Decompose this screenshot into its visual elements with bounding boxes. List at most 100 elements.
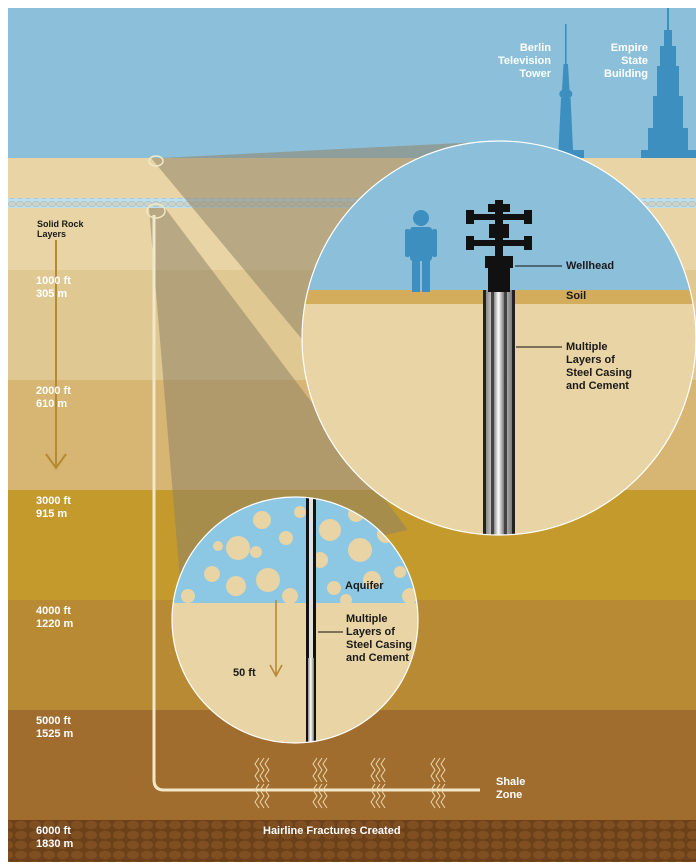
fracture-mark xyxy=(317,783,323,809)
depth-ft: 5000 ft xyxy=(36,715,71,727)
depth-label-1000: 1000 ft 305 m xyxy=(36,275,71,301)
depth-label-3000: 3000 ft 915 m xyxy=(36,495,71,521)
berlin-tower-label: Berlin Television Tower xyxy=(470,42,551,81)
well-bore xyxy=(152,215,480,792)
fracture-mark xyxy=(375,757,381,783)
depth-m: 915 m xyxy=(36,508,68,520)
casing-line-3: Steel Casing xyxy=(346,639,413,651)
casing-line-1: Multiple xyxy=(566,341,608,353)
depth-label-5000: 5000 ft 1525 m xyxy=(36,715,73,741)
fracture-mark xyxy=(430,783,436,809)
person-silhouette xyxy=(405,210,437,292)
fracture-mark xyxy=(264,757,270,783)
depth-ft: 4000 ft xyxy=(36,605,71,617)
depth-arrow xyxy=(45,240,67,470)
empire-line-3: Building xyxy=(604,68,648,80)
aquifer-projection-cone xyxy=(149,208,408,580)
depth-ft: 2000 ft xyxy=(36,385,71,397)
shale-line-1: Shale xyxy=(496,776,526,788)
hairline-fractures-label: Hairline Fractures Created xyxy=(263,825,401,837)
casing-line-4: and Cement xyxy=(346,652,409,664)
shale-line-2: Zone xyxy=(496,789,523,801)
aquifer-stone xyxy=(348,538,372,562)
fracture-mark xyxy=(440,783,446,809)
aquifer-stone xyxy=(294,506,306,518)
aquifer-stone xyxy=(319,519,341,541)
depth-m: 1220 m xyxy=(36,618,74,630)
soil-label: Soil xyxy=(566,290,587,302)
fracture-mark xyxy=(312,783,318,809)
aquifer-stone xyxy=(213,541,223,551)
berlin-line-2: Television xyxy=(498,55,551,67)
fifty-ft-arrow xyxy=(269,600,283,678)
aquifer-stone xyxy=(226,576,246,596)
depth-m: 1830 m xyxy=(36,838,74,850)
berlin-line-1: Berlin xyxy=(519,42,551,54)
shale-zone-label: Shale Zone xyxy=(496,776,525,802)
fracture-mark xyxy=(370,783,376,809)
fracture-mark xyxy=(370,757,376,783)
aquifer-stone xyxy=(282,588,298,604)
wellhead-marker xyxy=(148,155,164,167)
aquifer-stone xyxy=(256,568,280,592)
depth-label-6000: 6000 ft 1830 m xyxy=(36,825,73,851)
casing-line-2: Layers of xyxy=(566,354,615,366)
aquifer-stone xyxy=(327,581,341,595)
casing-line-2: Layers of xyxy=(346,626,395,638)
wellhead-label: Wellhead xyxy=(566,260,615,272)
aquifer-stone xyxy=(226,536,250,560)
wellhead-valve xyxy=(466,200,532,292)
aquifer-stone xyxy=(279,531,293,545)
sky xyxy=(8,8,696,158)
casing-line-3: Steel Casing xyxy=(566,367,633,379)
fracture-mark xyxy=(380,783,386,809)
aquifer-stone xyxy=(181,589,195,603)
fifty-ft-label: 50 ft xyxy=(233,667,256,679)
aquifer-stone xyxy=(253,511,271,529)
fracture-mark xyxy=(440,757,446,783)
fracture-mark xyxy=(375,783,381,809)
depth-ft: 6000 ft xyxy=(36,825,71,837)
aquifer-marker xyxy=(146,203,166,219)
aquifer-stone xyxy=(402,588,418,604)
casing-line-4: and Cement xyxy=(566,380,629,392)
fracture-mark xyxy=(254,783,260,809)
fracture-mark xyxy=(322,783,328,809)
casing-line-1: Multiple xyxy=(346,613,388,625)
solid-rock-line-2: Layers xyxy=(37,229,67,239)
fracture-mark xyxy=(317,757,323,783)
aquifer-casing-label: Multiple Layers of Steel Casing and Ceme… xyxy=(346,613,412,665)
depth-m: 305 m xyxy=(36,288,68,300)
solid-rock-line-1: Solid Rock xyxy=(37,219,84,229)
depth-ft: 3000 ft xyxy=(36,495,71,507)
aquifer-stone xyxy=(394,566,406,578)
empire-state-label: Empire State Building xyxy=(578,42,648,81)
berlin-line-3: Tower xyxy=(519,68,551,80)
aquifer-stone xyxy=(204,566,220,582)
fracture-mark xyxy=(259,757,265,783)
fracture-mark xyxy=(435,757,441,783)
fracture-mark xyxy=(312,757,318,783)
solid-rock-label: Solid Rock Layers xyxy=(37,219,84,239)
fracture-mark xyxy=(254,757,260,783)
aquifer-stone xyxy=(363,571,381,589)
depth-label-4000: 4000 ft 1220 m xyxy=(36,605,73,631)
aquifer-label: Aquifer xyxy=(345,580,384,592)
depth-ft: 1000 ft xyxy=(36,275,71,287)
depth-m: 610 m xyxy=(36,398,68,410)
fracture-mark xyxy=(322,757,328,783)
empire-line-2: State xyxy=(621,55,648,67)
fracture-mark xyxy=(435,783,441,809)
empire-state-silhouette xyxy=(641,8,696,158)
fracture-mark xyxy=(264,783,270,809)
empire-line-1: Empire xyxy=(610,42,648,54)
fracture-mark xyxy=(380,757,386,783)
fracture-mark xyxy=(430,757,436,783)
aquifer-stone xyxy=(250,546,262,558)
wellhead-casing-label: Multiple Layers of Steel Casing and Ceme… xyxy=(566,341,632,393)
depth-m: 1525 m xyxy=(36,728,74,740)
depth-label-2000: 2000 ft 610 m xyxy=(36,385,71,411)
layer-bottom xyxy=(8,820,696,862)
